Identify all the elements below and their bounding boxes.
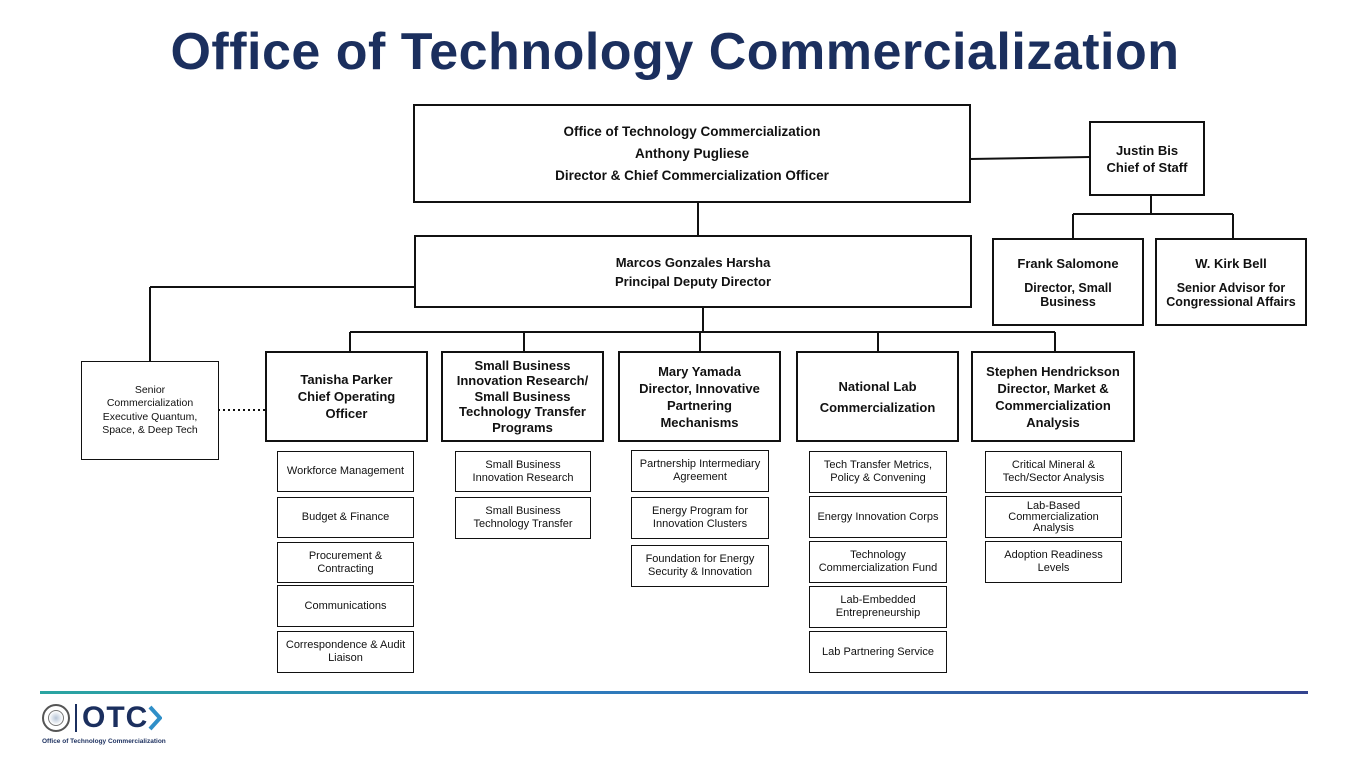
list-item: Budget & Finance — [277, 497, 414, 538]
list-item: Workforce Management — [277, 451, 414, 492]
list-item: Lab-Embedded Entrepreneurship — [809, 586, 947, 628]
list-item: Correspondence & Audit Liaison — [277, 631, 414, 673]
division-ipm: Mary Yamada Director, Innovative Partner… — [618, 351, 781, 442]
list-item: Energy Program for Innovation Clusters — [631, 497, 769, 539]
division-coo: Tanisha Parker Chief Operating Officer — [265, 351, 428, 442]
list-item: Lab-Based Commercialization Analysis — [985, 496, 1122, 538]
senior-exec-label: Senior Commercialization Executive Quant… — [102, 383, 198, 437]
chief-of-staff-name: Justin Bis — [1115, 142, 1179, 158]
director-office: Office of Technology Commercialization — [563, 123, 821, 139]
deputy-name: Marcos Gonzales Harsha — [615, 254, 771, 270]
list-item: Communications — [277, 585, 414, 627]
list-item: Adoption Readiness Levels — [985, 541, 1122, 583]
division-national-lab: National Lab Commercialization — [796, 351, 959, 442]
deputy-role: Principal Deputy Director — [614, 273, 772, 289]
division-label: Stephen Hendrickson Director, Market & C… — [986, 363, 1120, 430]
list-item: Technology Commercialization Fund — [809, 541, 947, 583]
kirk-bell-box: W. Kirk Bell Senior Advisor for Congress… — [1155, 238, 1307, 326]
division-label: National Lab Commercialization — [819, 378, 936, 415]
list-item: Critical Mineral & Tech/Sector Analysis — [985, 451, 1122, 493]
footer-divider — [40, 691, 1308, 694]
deputy-box: Marcos Gonzales Harsha Principal Deputy … — [414, 235, 972, 308]
list-item: Partnership Intermediary Agreement — [631, 450, 769, 492]
division-label: Tanisha Parker Chief Operating Officer — [297, 372, 396, 421]
logo-subtitle: Office of Technology Commercialization — [42, 738, 166, 745]
chief-of-staff-box: Justin Bis Chief of Staff — [1089, 121, 1205, 196]
list-item: Small Business Innovation Research — [455, 451, 591, 492]
division-sbir-sttr: Small Business Innovation Research/ Smal… — [441, 351, 604, 442]
frank-salomone-box: Frank Salomone Director, Small Business — [992, 238, 1144, 326]
list-item: Lab Partnering Service — [809, 631, 947, 673]
frank-name: Frank Salomone — [1017, 256, 1119, 271]
kirk-role: Senior Advisor for Congressional Affairs — [1166, 281, 1296, 309]
list-item: Small Business Technology Transfer — [455, 497, 591, 539]
logo-text: OTC — [82, 701, 149, 734]
seal-icon — [42, 704, 70, 732]
division-label: Mary Yamada Director, Innovative Partner… — [639, 363, 760, 430]
list-item: Foundation for Energy Security & Innovat… — [631, 545, 769, 587]
list-item: Energy Innovation Corps — [809, 496, 947, 538]
chevron-right-icon — [148, 705, 163, 731]
otc-logo: OTC — [42, 701, 163, 734]
division-market-analysis: Stephen Hendrickson Director, Market & C… — [971, 351, 1135, 442]
list-item: Tech Transfer Metrics, Policy & Convenin… — [809, 451, 947, 493]
kirk-name: W. Kirk Bell — [1195, 256, 1267, 271]
chief-of-staff-role: Chief of Staff — [1106, 159, 1188, 175]
senior-exec-box: Senior Commercialization Executive Quant… — [81, 361, 219, 460]
page-title: Office of Technology Commercialization — [170, 23, 1180, 81]
list-item: Procurement & Contracting — [277, 542, 414, 583]
director-box: Office of Technology Commercialization A… — [413, 104, 971, 203]
director-title: Director & Chief Commercialization Offic… — [555, 167, 829, 183]
frank-role: Director, Small Business — [1024, 281, 1112, 309]
logo-divider — [75, 704, 77, 732]
division-label: Small Business Innovation Research/ Smal… — [456, 357, 589, 435]
director-name: Anthony Pugliese — [634, 145, 749, 161]
